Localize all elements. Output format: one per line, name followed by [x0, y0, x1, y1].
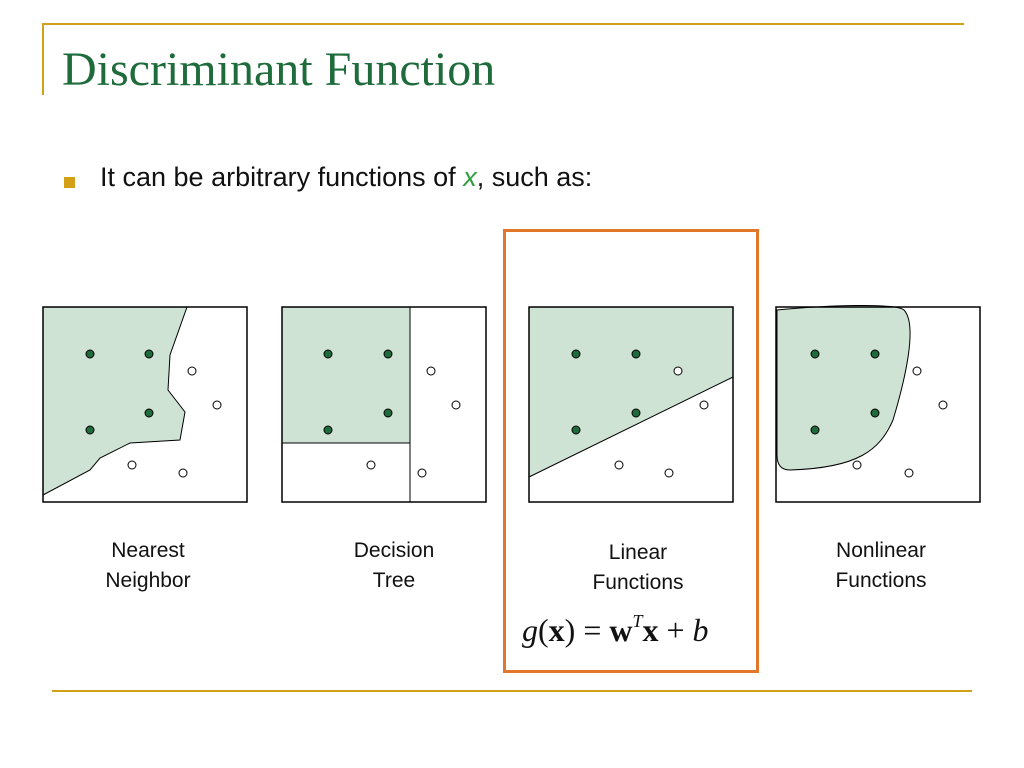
class-b-point — [187, 366, 197, 376]
panel-frame-linear-functions — [528, 306, 734, 503]
region-nonlinear — [776, 305, 911, 471]
formula-x-2: x — [642, 612, 659, 648]
label-decision-tree: Decision Tree — [353, 539, 435, 592]
bullet-text-prefix: It can be arbitrary functions of — [100, 162, 464, 192]
label-nonlinear-functions: Nonlinear Functions — [835, 539, 927, 592]
class-a-point — [810, 425, 820, 435]
class-b-point — [366, 460, 376, 470]
class-a-point — [144, 349, 154, 359]
class-a-point — [85, 425, 95, 435]
formula-g: g — [522, 612, 538, 648]
class-a-point — [810, 349, 820, 359]
formula-plus: + — [658, 612, 693, 648]
class-b-point — [673, 366, 683, 376]
class-b-point — [912, 366, 922, 376]
region-decision-tree — [282, 307, 410, 443]
bullet-variable: x — [463, 162, 477, 192]
frame-left-rule — [42, 23, 44, 95]
class-b-point — [904, 468, 914, 478]
class-a-point — [383, 408, 393, 418]
class-a-point — [383, 349, 393, 359]
class-a-point — [631, 349, 641, 359]
class-b-point — [664, 468, 674, 478]
linear-formula: g(x) = wTx + b — [522, 611, 742, 660]
panel-linear-functions — [528, 306, 734, 503]
frame-top-rule — [42, 23, 964, 25]
class-a-point — [144, 408, 154, 418]
class-a-point — [870, 349, 880, 359]
class-b-point — [852, 460, 862, 470]
panel-frame-decision-tree — [281, 306, 487, 503]
formula-b: b — [692, 612, 709, 648]
slide-title: Discriminant Function — [62, 43, 496, 96]
class-b-point — [178, 468, 188, 478]
class-b-point — [699, 400, 709, 410]
class-b-point — [426, 366, 436, 376]
linear-highlight-box — [503, 229, 759, 673]
formula-transpose: T — [632, 611, 643, 632]
region-nearest-neighbor — [42, 306, 188, 496]
panel-frame-nearest-neighbor — [42, 306, 248, 503]
panel-nearest-neighbor — [42, 306, 248, 503]
class-a-point — [631, 408, 641, 418]
class-b-point — [417, 468, 427, 478]
class-b-point — [127, 460, 137, 470]
class-a-point — [323, 425, 333, 435]
bullet-text: It can be arbitrary functions of x, such… — [100, 162, 592, 193]
class-b-point — [614, 460, 624, 470]
formula-w: w — [609, 612, 633, 648]
label-nearest-neighbor: Nearest Neighbor — [105, 539, 191, 592]
panel-frame-nonlinear-functions — [775, 306, 981, 503]
bullet-square-icon — [64, 177, 75, 188]
class-b-point — [451, 400, 461, 410]
formula-open-paren: ( — [538, 612, 549, 648]
panel-decision-tree — [281, 306, 487, 503]
formula-close-paren: ) — [564, 612, 576, 648]
class-a-point — [571, 425, 581, 435]
linear-boundary-line — [528, 376, 734, 478]
class-a-point — [571, 349, 581, 359]
class-b-point — [212, 400, 222, 410]
bullet-text-suffix: , such as: — [476, 162, 593, 192]
class-a-point — [323, 349, 333, 359]
class-a-point — [85, 349, 95, 359]
frame-bottom-rule — [52, 690, 972, 692]
label-linear-functions: Linear Functions — [592, 541, 684, 594]
class-b-point — [938, 400, 948, 410]
formula-x: x — [548, 612, 565, 648]
class-a-point — [870, 408, 880, 418]
panel-nonlinear-functions — [775, 305, 981, 503]
region-linear — [529, 307, 733, 477]
formula-equals: = — [575, 612, 610, 648]
